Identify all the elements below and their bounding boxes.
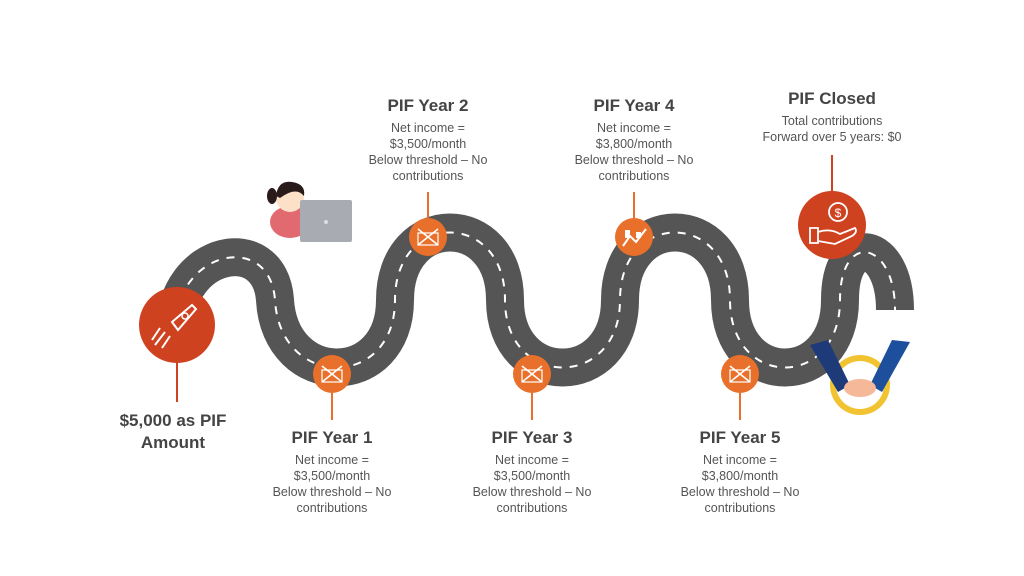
milestone-line: Below threshold – No (368, 153, 488, 167)
milestone-line: $3,500/month (493, 469, 571, 483)
milestone-line: Net income = (494, 453, 569, 467)
milestone-closed: PIF Closed Total contributions Forward o… (763, 89, 902, 145)
road (156, 213, 914, 387)
milestone-line: Net income = (294, 453, 369, 467)
milestone-line: contributions (598, 169, 670, 183)
milestone-line: Forward over 5 years: $0 (762, 130, 902, 144)
milestone-line: Below threshold – No (272, 485, 392, 499)
milestone-line: $3,800/month (701, 469, 779, 483)
milestone-line: Below threshold – No (574, 153, 694, 167)
milestone-year3: PIF Year 3 Net income = $3,500/month Bel… (473, 428, 592, 516)
milestone-line: contributions (392, 169, 464, 183)
milestone-title: PIF Year 3 (491, 428, 573, 447)
person-laptop-illustration (267, 181, 352, 242)
milestone-title: PIF Year 4 (593, 96, 675, 115)
milestone-year1: PIF Year 1 Net income = $3,500/month Bel… (273, 428, 392, 516)
milestone-line: $3,800/month (595, 137, 673, 151)
milestone-title: PIF Closed (788, 89, 876, 108)
start-label-line1: $5,000 as PIF (119, 411, 227, 430)
start-label: $5,000 as PIF Amount (120, 410, 227, 454)
milestone-line: Below threshold – No (472, 485, 592, 499)
year1-marker (313, 355, 351, 393)
milestone-line: $3,500/month (389, 137, 467, 151)
milestone-line: contributions (704, 501, 776, 515)
svg-text:$: $ (835, 206, 842, 220)
milestone-line: contributions (296, 501, 368, 515)
milestone-title: PIF Year 5 (699, 428, 781, 447)
milestone-title: PIF Year 2 (387, 96, 469, 115)
year5-marker (721, 355, 759, 393)
year3-marker (513, 355, 551, 393)
rocket-icon (139, 287, 215, 363)
milestone-year2: PIF Year 2 Net income = $3,500/month Bel… (369, 96, 488, 184)
milestone-line: contributions (496, 501, 568, 515)
milestone-line: Net income = (596, 121, 671, 135)
milestone-year5: PIF Year 5 Net income = $3,800/month Bel… (681, 428, 800, 516)
milestone-line: Net income = (702, 453, 777, 467)
milestone-line: Below threshold – No (680, 485, 800, 499)
milestone-line: Net income = (390, 121, 465, 135)
year4-marker (615, 218, 653, 256)
start-label-line2: Amount (140, 433, 206, 452)
milestone-line: $3,500/month (293, 469, 371, 483)
milestone-title: PIF Year 1 (291, 428, 373, 447)
year2-marker (409, 218, 447, 256)
handshake-illustration (810, 340, 910, 415)
milestone-line: Total contributions (781, 114, 883, 128)
milestone-year4: PIF Year 4 Net income = $3,800/month Bel… (575, 96, 694, 184)
hand-coin-icon: $ (798, 191, 866, 259)
